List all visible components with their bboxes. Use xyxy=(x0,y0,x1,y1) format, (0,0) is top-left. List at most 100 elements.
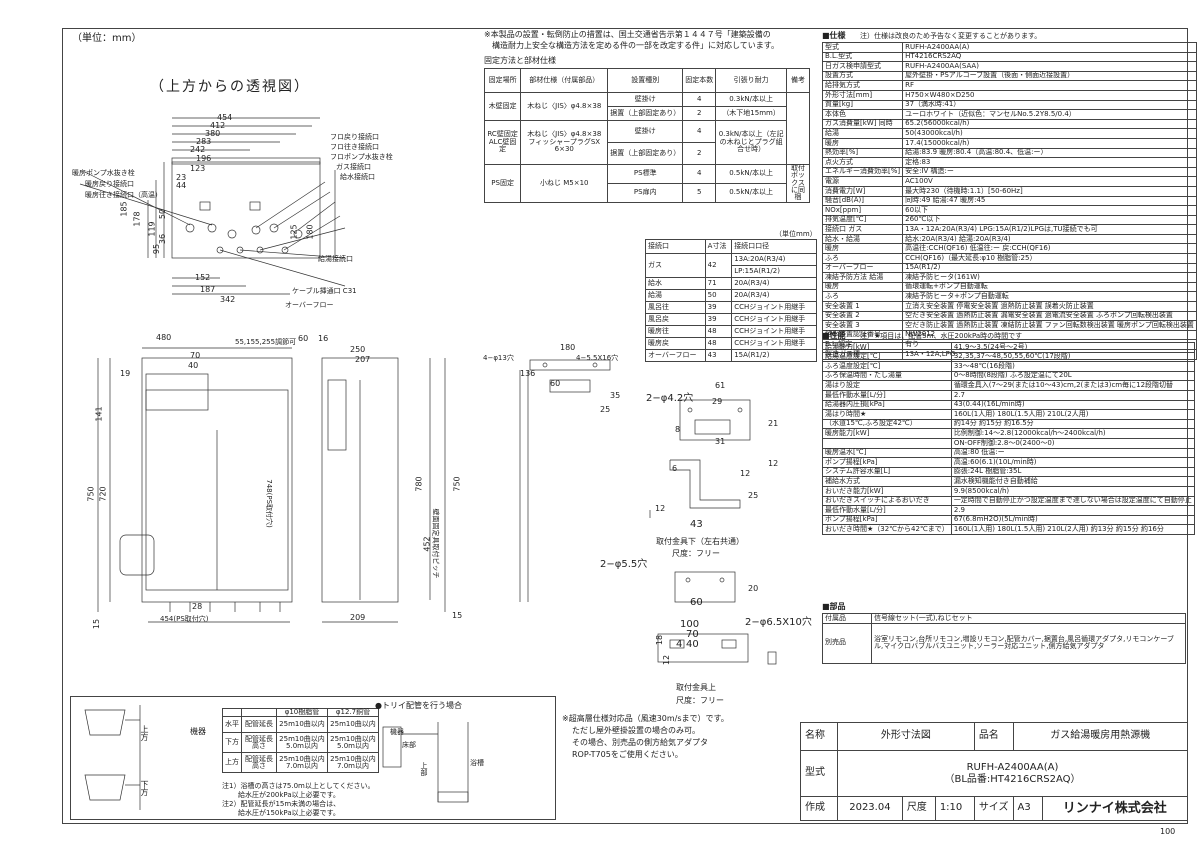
conn-cell: 71 xyxy=(704,277,733,290)
spec-key: 給排気方式 xyxy=(821,80,904,91)
spec-key: ふろ xyxy=(821,291,904,303)
bracket-dim-29: 29 xyxy=(712,397,723,406)
lower-bracket-drawing xyxy=(649,399,751,518)
front-view-drawing xyxy=(97,347,446,623)
spec-key: ふろ xyxy=(821,253,904,264)
fix-cell: 据置（上部固定あり） xyxy=(607,142,684,165)
fix-th: 固定本数 xyxy=(682,68,717,93)
spec-key: NOx[ppm] xyxy=(821,205,904,216)
spec-key: エネルギー消費効率[%] xyxy=(821,166,904,178)
conn-th: A寸法 xyxy=(704,239,733,254)
spec-key: おいだきスイッチによるおいだき xyxy=(822,495,952,507)
spec-row: システム許容水量[L]膨張:24L 樹脂管:35L xyxy=(822,466,1195,478)
spec-key: おいだき能力[kW] xyxy=(822,485,952,497)
spec-key: 安全装置 2 xyxy=(821,310,904,322)
top-view-drawing xyxy=(79,117,346,295)
fix-cell xyxy=(785,92,811,165)
spec-key: 設置方式 xyxy=(821,70,904,82)
pipe-label-lower: 下方 xyxy=(140,780,149,796)
spec-value: 空だき安全装置 過熱防止装置 漏電安全装置 過電流安全装置 ふろポンプ回転検出装… xyxy=(902,310,1197,322)
bracket-dim-136: 136 xyxy=(520,369,536,378)
spec-key: 凍結予防方法 給湯 xyxy=(821,272,904,283)
tb-name-value: 外形寸法図 xyxy=(837,722,975,751)
conn-cell: オーバーフロー xyxy=(645,349,706,362)
conn-cell: 48 xyxy=(704,325,733,338)
label-heating-pump-drain: 暖房ポンプ水抜き栓 xyxy=(72,169,135,177)
spec-key: 安全装置 1 xyxy=(821,301,904,312)
fix-th: 設置種別 xyxy=(607,68,684,93)
spec-key: 湯はり設定 xyxy=(822,380,952,391)
side-dim-16: 16 xyxy=(318,334,329,343)
fix-cell: 小ねじ M5×10 xyxy=(520,164,609,203)
tb-size-label: サイズ xyxy=(973,796,1014,821)
fix-cell: 2 xyxy=(682,106,717,121)
spec-row: 最低作動水量[L/分]2.7 xyxy=(822,389,1195,401)
wind-note-4: ROP-T705をご使用ください。 xyxy=(572,750,683,759)
label-cable-port: ケーブル挿通口 C31 xyxy=(292,287,357,295)
dim-152: 152 xyxy=(195,273,211,282)
dim-283: 283 xyxy=(196,137,212,146)
front-vlabel-748: 748(PS取付穴) xyxy=(264,479,273,528)
spec-key: ポンプ揚程[kPa] xyxy=(822,514,952,526)
spec-value: 高温往:CCH(QF16) 低温往:ー 戻:CCH(QF16) xyxy=(902,243,1197,255)
wind-note-2: ただし屋外壁掛設置の場合のみ可。 xyxy=(572,726,700,735)
spec-value: 高温:80 低温:ー xyxy=(950,447,1195,459)
spec-value: 凍結予防ヒータ(161W) xyxy=(902,272,1197,283)
spec-key: 本体色 xyxy=(821,109,904,120)
pipe-note-box xyxy=(70,696,556,820)
spec-row: ふろ凍結予防ヒータ+ポンプ自動運転 xyxy=(821,291,1197,303)
spec-value: 60以下 xyxy=(902,205,1197,216)
label-water-inlet: 給水接続口 xyxy=(340,173,375,181)
trap-label-bath: 浴槽 xyxy=(470,759,484,767)
tb-company: リンナイ株式会社 xyxy=(1041,796,1189,821)
spec-row: 給湯温度設定[℃]32,35,37～48,50,55,60℃(17段階) xyxy=(822,351,1195,363)
pipe-cell: 25m10曲以内 7.0m以内 xyxy=(327,752,379,774)
parts-val: 浴室リモコン,台所リモコン,増設リモコン,配管カバー,据置台,風呂循環アダプタ,… xyxy=(871,622,1186,664)
spec-key: ガス消費量[kW] 同時 xyxy=(821,118,904,130)
front-dim-70: 70 xyxy=(190,351,201,360)
pipe-th xyxy=(222,707,242,718)
bracket-dim-21: 21 xyxy=(768,419,779,428)
pipe-trap-title: ●トリイ配管を行う場合 xyxy=(375,701,462,710)
front-dim-adjust: 55,155,255調節可 xyxy=(235,338,297,346)
conn-cell: 42 xyxy=(704,253,733,278)
side-vlabel-pitch: 壁面固定具取付ピッチ xyxy=(431,508,440,579)
pipe-cell: 25m10曲以内 xyxy=(327,716,379,734)
tb-name-label: 名称 xyxy=(800,722,838,751)
front-dim-15: 15 xyxy=(92,618,102,630)
spec-value: 37（満水時:41） xyxy=(902,99,1197,111)
pipe-cell: 上方 xyxy=(222,752,242,774)
bracket-hole-55b: 2−φ5.5穴 xyxy=(600,559,648,570)
spec-value: 屋外壁掛・PSアルコーブ設置（後面・側面近接設置） xyxy=(902,70,1197,82)
side-dim-15: 15 xyxy=(452,611,463,620)
spec-key: ふろ保温時間・たし湯量 xyxy=(822,370,952,382)
pipe-cell: 25m10曲以内 xyxy=(276,716,328,734)
spec-row: 設置方式屋外壁掛・PSアルコーブ設置（後面・側面近接設置） xyxy=(821,70,1197,82)
upper-dim-20: 20 xyxy=(748,584,759,593)
spec-header-note: 注）仕様は改良のため予告なく変更することがあります。 xyxy=(860,32,1042,40)
front-dim-750: 750 xyxy=(86,486,96,502)
spec-row: 外形寸法[mm]H750×W480×D250 xyxy=(821,89,1197,101)
side-dim-750: 750 xyxy=(452,476,462,492)
perf-table: 給湯能力[kW]41.9～3.5(24号～2号)給湯温度設定[℃]32,35,3… xyxy=(822,342,1195,535)
bracket-dim-12c: 12 xyxy=(768,459,779,468)
spec-row: 排気温度[℃]260℃以下 xyxy=(821,214,1197,226)
spec-key: 熱効率[%] xyxy=(821,147,904,159)
upper-dim-100: 100 xyxy=(680,619,700,630)
spec-value: 260℃以下 xyxy=(902,214,1197,226)
spec-value: 同時:49 給湯:47 暖房:45 xyxy=(902,195,1197,207)
dim-44: 44 xyxy=(176,181,187,190)
conn-cell: 風呂戻 xyxy=(645,313,706,326)
tb-item-value: ガス給湯暖房用熱源機 xyxy=(1012,722,1189,751)
spec-value: 給湯:83.9 暖房:80.4（高温:80.4、低温:ー） xyxy=(902,147,1197,159)
parts-key: 別売品 xyxy=(822,622,872,664)
spec-value: 一定時間で自動停止かつ設定温度まで達しない場合は設定温度にて自動停止 xyxy=(950,495,1195,507)
fix-method-title: 固定方法と部材仕様 xyxy=(484,56,556,65)
conn-cell: 15A(R1/2) xyxy=(731,349,817,362)
spec-value: 凍結予防ヒータ+ポンプ自動運転 xyxy=(902,291,1197,303)
tb-scale-label: 尺度 xyxy=(901,796,936,821)
spec-row: 暖房高温往:CCH(QF16) 低温往:ー 戻:CCH(QF16) xyxy=(821,243,1197,255)
